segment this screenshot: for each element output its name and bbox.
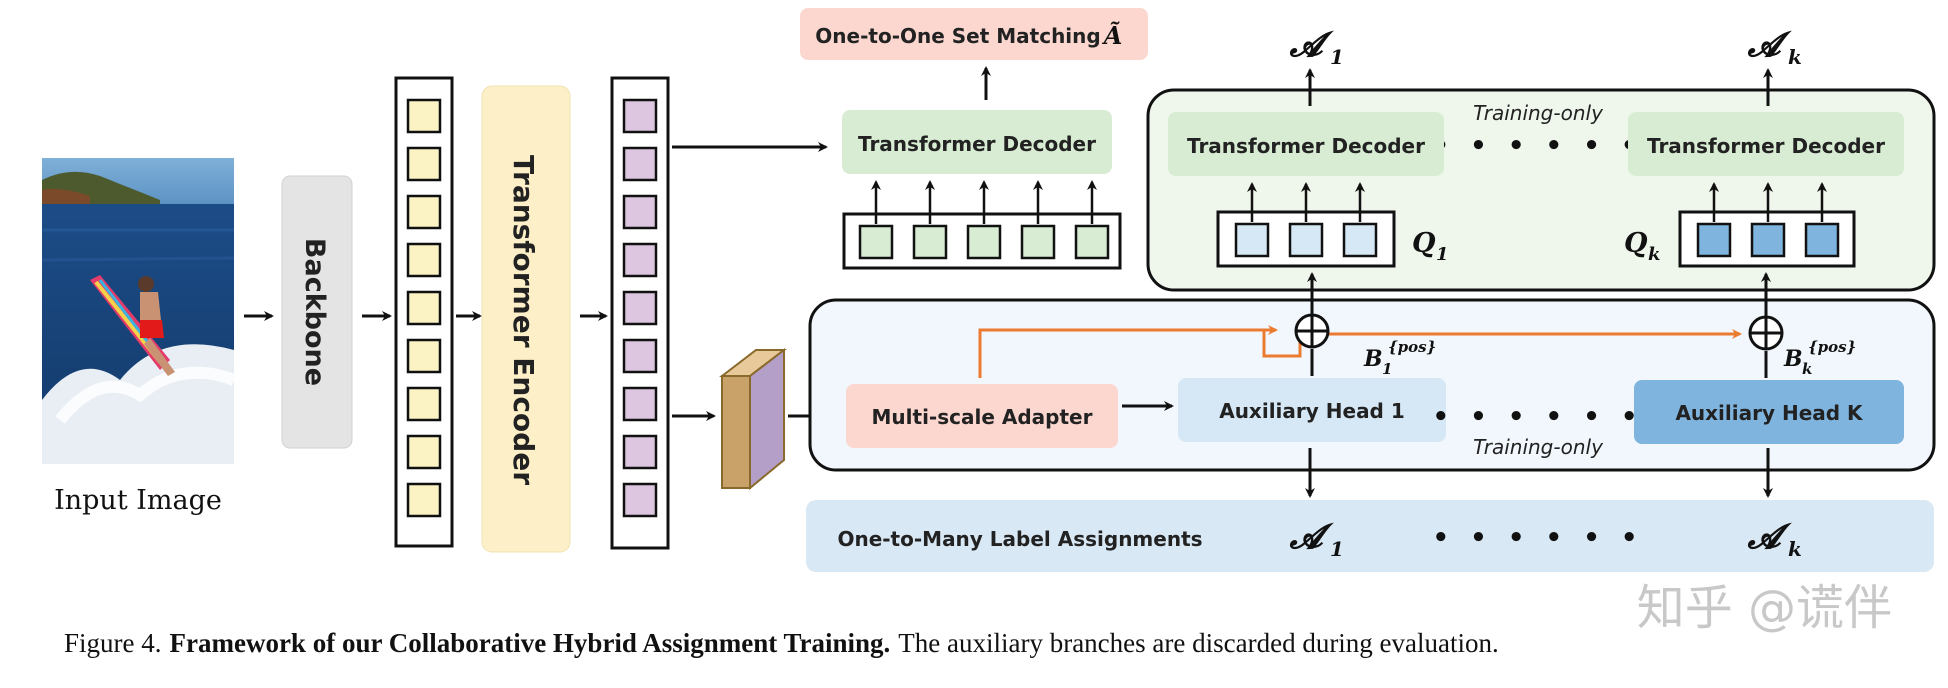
q1-query-token bbox=[1288, 222, 1324, 258]
memory-token bbox=[622, 194, 658, 230]
main-query-tokens bbox=[842, 212, 1122, 270]
decoder-k-label: Transformer Decoder bbox=[1647, 134, 1885, 158]
adapter-label: Multi-scale Adapter bbox=[872, 405, 1093, 429]
add-op-1 bbox=[1294, 313, 1330, 349]
one-to-many-label: One-to-Many Label Assignments bbox=[837, 527, 1202, 551]
qk-subscript: k bbox=[1648, 244, 1660, 265]
qk-query-token bbox=[1696, 222, 1732, 258]
memory-token bbox=[622, 146, 658, 182]
bk-subscript: k bbox=[1802, 360, 1812, 378]
auxiliary-head-k: Auxiliary Head K bbox=[1634, 380, 1904, 444]
one-to-one-set-matching: One-to-One Set Matching Ã bbox=[800, 8, 1148, 60]
training-only-bottom-label: Training-only bbox=[1473, 435, 1604, 459]
multi-scale-adapter: Multi-scale Adapter bbox=[846, 384, 1118, 448]
encoder-label: Transformer Encoder bbox=[507, 155, 540, 485]
a1-bottom-subscript: 1 bbox=[1330, 537, 1344, 561]
feature-token bbox=[406, 482, 442, 518]
main-query-token bbox=[1074, 224, 1110, 260]
transformer-encoder-block: Transformer Encoder bbox=[481, 85, 571, 553]
one-to-many-ellipsis: • • • • • • bbox=[1433, 523, 1644, 553]
memory-token bbox=[622, 290, 658, 326]
ak-top-subscript: k bbox=[1788, 45, 1802, 69]
decoder-1-label: Transformer Decoder bbox=[1187, 134, 1425, 158]
aux-head-1-label: Auxiliary Head 1 bbox=[1219, 399, 1405, 423]
qk-query-token bbox=[1750, 222, 1786, 258]
feature-token bbox=[406, 386, 442, 422]
a1-top-subscript: 1 bbox=[1330, 45, 1344, 69]
ak-top-symbol: 𝓐 bbox=[1747, 25, 1793, 65]
feature-token bbox=[406, 434, 442, 470]
auxiliary-head-1: Auxiliary Head 1 bbox=[1178, 378, 1446, 442]
bk-pos-label: B k {pos} bbox=[1783, 338, 1856, 378]
one-to-many-label-assignments: One-to-Many Label Assignments • • • • • … bbox=[806, 500, 1934, 572]
caption-rest: The auxiliary branches are discarded dur… bbox=[898, 628, 1499, 658]
figure-caption: Figure 4. Framework of our Collaborative … bbox=[64, 628, 1499, 658]
q1-query-token bbox=[1234, 222, 1270, 258]
memory-token bbox=[622, 242, 658, 278]
main-query-token bbox=[858, 224, 894, 260]
one-to-one-label: One-to-One Set Matching bbox=[815, 24, 1100, 48]
a1-top-symbol: 𝓐 bbox=[1289, 25, 1335, 65]
ak-top: 𝓐 k bbox=[1747, 25, 1802, 69]
main-query-token bbox=[1020, 224, 1056, 260]
main-query-token bbox=[966, 224, 1002, 260]
feature-token bbox=[406, 194, 442, 230]
feature-token bbox=[406, 98, 442, 134]
backbone-label: Backbone bbox=[299, 238, 330, 386]
ak-bottom-subscript: k bbox=[1788, 537, 1802, 561]
watermark: 知乎 @谎伴 bbox=[1637, 580, 1892, 636]
qk-query-token bbox=[1804, 222, 1840, 258]
memory-token bbox=[622, 434, 658, 470]
b1-pos-label: B 1 {pos} bbox=[1363, 338, 1436, 378]
training-only-top-label: Training-only bbox=[1473, 101, 1604, 125]
qk-symbol: Q bbox=[1624, 228, 1648, 259]
caption-prefix: Figure 4. bbox=[64, 628, 162, 658]
bk-symbol: B bbox=[1783, 346, 1803, 372]
encoder-memory-tokens bbox=[610, 76, 670, 550]
q1-query-token bbox=[1342, 222, 1378, 258]
backbone-feature-tokens bbox=[394, 76, 454, 548]
top-ellipsis: • • • • • • bbox=[1433, 131, 1644, 161]
backbone-block: Backbone bbox=[281, 175, 353, 449]
q1-label: Q 1 bbox=[1412, 228, 1449, 265]
b1-superscript: {pos} bbox=[1388, 338, 1436, 356]
q1-symbol: Q bbox=[1412, 228, 1436, 259]
caption-bold: Framework of our Collaborative Hybrid As… bbox=[170, 628, 891, 658]
input-image-label: Input Image bbox=[54, 485, 222, 516]
b1-symbol: B bbox=[1363, 346, 1383, 372]
input-image bbox=[41, 158, 237, 464]
qk-label: Q k bbox=[1624, 228, 1660, 265]
memory-token bbox=[622, 386, 658, 422]
aux-head-k-label: Auxiliary Head K bbox=[1675, 401, 1864, 425]
bk-superscript: {pos} bbox=[1808, 338, 1856, 356]
feature-token bbox=[406, 242, 442, 278]
q1-subscript: 1 bbox=[1436, 244, 1449, 265]
memory-token bbox=[622, 98, 658, 134]
feature-token bbox=[406, 338, 442, 374]
bottom-ellipsis: • • • • • • bbox=[1433, 402, 1644, 432]
feature-token bbox=[406, 146, 442, 182]
decoder-main-label: Transformer Decoder bbox=[858, 132, 1096, 156]
auxiliary-transformer-decoder-k: Transformer Decoder bbox=[1628, 112, 1904, 176]
memory-token bbox=[622, 482, 658, 518]
query-to-decoder-arrows bbox=[871, 180, 1827, 224]
one-to-one-symbol: Ã bbox=[1102, 21, 1123, 50]
add-op-k bbox=[1748, 315, 1784, 351]
positional-embedding-flow bbox=[978, 325, 1742, 378]
auxiliary-transformer-decoder-1: Transformer Decoder bbox=[1168, 112, 1444, 176]
b1-subscript: 1 bbox=[1382, 360, 1392, 378]
memory-token bbox=[622, 338, 658, 374]
feature-token bbox=[406, 290, 442, 326]
main-transformer-decoder: Transformer Decoder bbox=[842, 110, 1112, 174]
a1-top: 𝓐 1 bbox=[1289, 25, 1344, 69]
multiscale-feature-block bbox=[719, 347, 787, 491]
main-query-token bbox=[912, 224, 948, 260]
